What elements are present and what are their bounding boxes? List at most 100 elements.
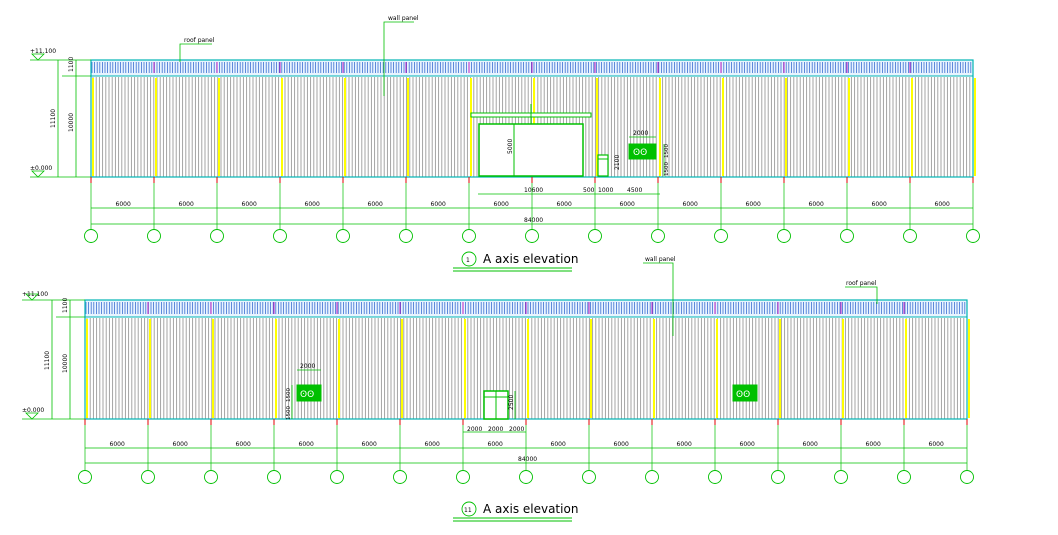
grid-bubble: [708, 470, 722, 484]
level-dimensions: +11.100 ±0.000 11100 10000 1100: [22, 291, 85, 420]
elevation-title-1: 1 A axis elevation: [453, 251, 578, 272]
elevation-title-2: 11 A axis elevation: [453, 501, 578, 522]
large-door: 5000: [470, 104, 592, 177]
elevation-title: A axis elevation: [483, 252, 578, 266]
grid-bubble: [210, 229, 224, 243]
bay-spacing-label: 6000: [620, 201, 635, 208]
bay-labels: 6000 6000 6000 6000 6000 6000 6000 6000 6000 6000…: [116, 201, 950, 208]
roof-panel-leader: [179, 43, 212, 62]
grid-bubble: [777, 229, 791, 243]
bay-spacing-label: 6000: [305, 201, 320, 208]
bay-spacing-label: 6000: [368, 201, 383, 208]
grid-bubble: [966, 229, 980, 243]
grid-bubble: [714, 229, 728, 243]
roof-panel-label: roof panel: [184, 37, 215, 44]
grid-bubble: [462, 229, 476, 243]
wall-panel-label: wall panel: [645, 256, 676, 263]
segment-2: 1000: [598, 187, 613, 194]
grid-bubble: [897, 470, 911, 484]
bay-spacing-label: 6000: [935, 201, 950, 208]
roof-panel-band: [84, 300, 968, 317]
height-wall-label: 10000: [62, 354, 69, 373]
segment-3: 4500: [627, 187, 642, 194]
bay-spacing-label: 6000: [746, 201, 761, 208]
height-total-label: 11100: [50, 109, 57, 128]
bay-spacing-label: 6000: [179, 201, 194, 208]
elevation-2: ʘʘ 2000 1500 1500 ʘʘ 2500 wall panel roo…: [22, 256, 974, 522]
door: 2500: [483, 390, 516, 420]
svg-text:ʘʘ: ʘʘ: [300, 390, 314, 400]
svg-text:ʘʘ: ʘʘ: [633, 148, 647, 158]
bay-spacing-label: 6000: [677, 441, 692, 448]
wall-panel-leader: [643, 262, 674, 336]
wall-panel-area: [85, 317, 967, 419]
grid-bubble: [651, 229, 665, 243]
window-width-label: 2000: [300, 363, 315, 370]
segment-1: 2000: [467, 426, 482, 433]
grid-bubble: [78, 470, 92, 484]
window-height-label: 1500: [286, 388, 292, 402]
bay-spacing-label: 6000: [866, 441, 881, 448]
grid-bubble: [519, 470, 533, 484]
title-marker: 1: [466, 257, 470, 264]
total-length-label: 84000: [524, 217, 543, 224]
grid-bubbles: [78, 419, 974, 484]
grid-bubble: [840, 229, 854, 243]
grid-bubble: [330, 470, 344, 484]
bay-spacing-label: 6000: [551, 441, 566, 448]
window-sill-label: 1500: [286, 406, 292, 420]
grid-bubbles: [84, 177, 980, 243]
grid-bubble: [960, 470, 974, 484]
grid-bubble: [834, 470, 848, 484]
bay-spacing-label: 6000: [110, 441, 125, 448]
segment-3: 2000: [509, 426, 524, 433]
roof-panel-band: [90, 60, 974, 76]
bay-spacing-label: 6000: [803, 441, 818, 448]
bay-spacing-label: 6000: [236, 441, 251, 448]
window-width-label: 2000: [633, 130, 648, 137]
height-parapet-label: 1100: [62, 298, 69, 313]
roof-panel-label: roof panel: [846, 280, 877, 287]
wall-panel-leader: [383, 21, 414, 96]
elevation-1: 5000 2100 ʘʘ 2000 1500 1500 roof panel w…: [30, 15, 980, 272]
bay-spacing-label: 6000: [872, 201, 887, 208]
bay-spacing-label: 6000: [929, 441, 944, 448]
grid-bubble: [525, 229, 539, 243]
elevation-title: A axis elevation: [483, 502, 578, 516]
small-door: 2100: [597, 154, 621, 177]
grid-bubble: [267, 470, 281, 484]
segment-2: 2000: [488, 426, 503, 433]
bay-spacing-label: 6000: [116, 201, 131, 208]
grid-bubble: [588, 229, 602, 243]
bay-spacing-label: 6000: [362, 441, 377, 448]
grid-bubble: [336, 229, 350, 243]
grid-bubble: [645, 470, 659, 484]
grid-bubble: [84, 229, 98, 243]
bay-spacing-label: 6000: [614, 441, 629, 448]
grid-bubble: [903, 229, 917, 243]
bay-labels: 6000 6000 6000 6000 6000 6000 6000 6000 6000 6000…: [110, 441, 944, 448]
bay-spacing-label: 6000: [173, 441, 188, 448]
door-height-label: 5000: [507, 139, 514, 154]
level-top-label: +11.100: [30, 48, 56, 55]
level-dimensions: +11.100 ±0.000 11100 10000 1100: [30, 48, 91, 178]
bay-spacing-label: 6000: [683, 201, 698, 208]
level-ground-label: ±0.000: [30, 165, 52, 172]
bay-spacing-label: 6000: [488, 441, 503, 448]
column-lines: [92, 78, 976, 176]
bay-spacing-label: 6000: [740, 441, 755, 448]
bay-spacing-label: 6000: [494, 201, 509, 208]
door-width-label: 10600: [524, 187, 543, 194]
level-ground-label: ±0.000: [22, 407, 44, 414]
bay-spacing-label: 6000: [299, 441, 314, 448]
bay-spacing-label: 6000: [425, 441, 440, 448]
bay-spacing-label: 6000: [242, 201, 257, 208]
bay-spacing-label: 6000: [809, 201, 824, 208]
window-left: ʘʘ 2000 1500 1500: [286, 363, 322, 420]
window-right: ʘʘ: [732, 384, 758, 402]
window-height-label: 1500: [664, 144, 670, 158]
level-top-label: +11.100: [22, 291, 48, 298]
svg-text:ʘʘ: ʘʘ: [736, 390, 750, 400]
title-marker: 11: [464, 507, 472, 514]
